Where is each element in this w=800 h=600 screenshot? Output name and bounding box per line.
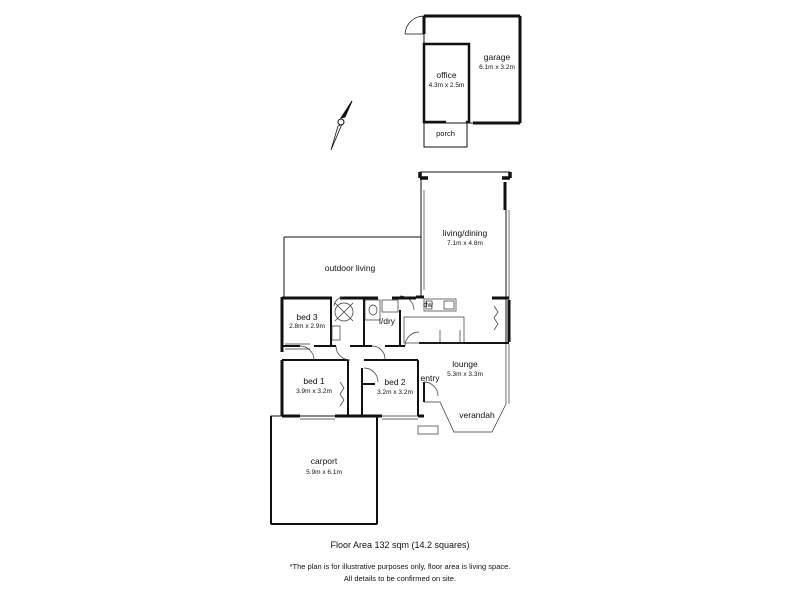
living-dining-label: living/dining bbox=[442, 228, 488, 238]
bed1-dims: 3.9m x 3.2m bbox=[296, 388, 332, 395]
bed3-cupboard bbox=[331, 325, 341, 341]
bed1-label: bed 1 bbox=[303, 376, 325, 386]
kitchen-island bbox=[403, 316, 465, 344]
bed3-dims: 2.8m x 2.9m bbox=[289, 323, 325, 330]
entry-label: entry bbox=[420, 373, 440, 383]
carport-dims: 5.9m x 6.1m bbox=[306, 469, 342, 476]
bed2-dims: 3.2m x 3.2m bbox=[377, 389, 413, 396]
dishwasher-label: dw bbox=[423, 300, 433, 309]
outdoor-living-label: outdoor living bbox=[324, 263, 376, 273]
kitchen-bench bbox=[423, 298, 457, 312]
toilet-icon bbox=[368, 304, 378, 316]
north-arrow-icon bbox=[330, 100, 353, 151]
bathroom-fixtures bbox=[364, 299, 381, 321]
bed1-wardrobe bbox=[339, 381, 345, 407]
lounge-label: lounge bbox=[452, 359, 478, 369]
bed2-label: bed 2 bbox=[384, 377, 406, 387]
bed3-label: bed 3 bbox=[296, 312, 318, 322]
disclaimer-text: *The plan is for illustrative purposes o… bbox=[289, 562, 511, 571]
shower-icon bbox=[334, 302, 354, 322]
verandah-outline bbox=[424, 401, 507, 433]
lounge-cabinet bbox=[493, 305, 499, 331]
porch-outline bbox=[423, 122, 468, 148]
carport-outline bbox=[270, 415, 378, 525]
office-dims: 4.3m x 2.5m bbox=[428, 82, 465, 89]
floor-area-text: Floor Area 132 sqm (14.2 squares) bbox=[330, 540, 470, 550]
porch-label: porch bbox=[436, 129, 455, 138]
garage-dims: 6.1m x 3.2m bbox=[479, 64, 515, 71]
living-dining-dims: 7.1m x 4.8m bbox=[447, 240, 483, 247]
garage-building bbox=[404, 14, 522, 148]
entry-step bbox=[417, 425, 439, 435]
office-label: office bbox=[436, 70, 457, 80]
garage-door-swing bbox=[404, 15, 425, 35]
verandah-label: verandah bbox=[459, 410, 495, 420]
laundry-label: l/dry bbox=[378, 316, 396, 326]
garage-label: garage bbox=[483, 52, 511, 62]
carport-label: carport bbox=[310, 456, 338, 466]
lounge-dims: 5.3m x 3.3m bbox=[447, 371, 483, 378]
confirm-text: All details to be confirmed on site. bbox=[343, 574, 457, 583]
living-dining-walls bbox=[418, 171, 512, 342]
outdoor-living-area bbox=[283, 236, 421, 297]
